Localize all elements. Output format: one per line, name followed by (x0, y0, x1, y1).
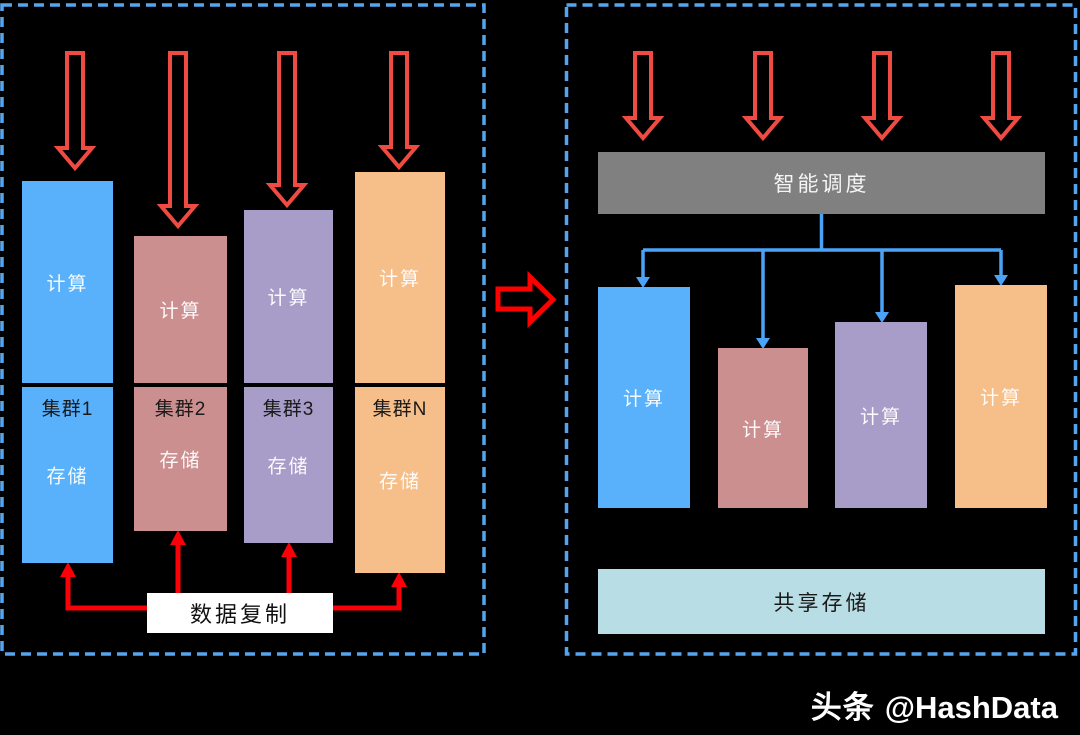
down-arrow-icon (979, 51, 1023, 142)
compute-node-3: 计算 (835, 322, 927, 508)
storage-label: 存储 (378, 471, 421, 493)
replication-connectors (60, 530, 407, 611)
up-arrow-icon (281, 542, 297, 557)
cluster3-compute-box: 计算 (244, 210, 333, 383)
scheduler-label: 智能调度 (773, 173, 870, 196)
data-replication-box: 数据复制 (147, 593, 333, 633)
cluster-name: 集群3 (262, 399, 315, 420)
right-panel-border (564, 3, 1078, 656)
scheduler-connectors (636, 213, 1008, 349)
data-replication-label: 数据复制 (189, 602, 290, 627)
cluster2-compute-box: 计算 (134, 236, 227, 383)
cluster3-storage-box: 集群3 存储 (244, 387, 333, 543)
compute-label: 计算 (741, 419, 784, 441)
cluster-name: 集群N (372, 399, 428, 420)
watermark: 头条 @HashData (811, 682, 1058, 727)
cluster-name: 集群2 (154, 399, 207, 420)
scheduler-box: 智能调度 (598, 152, 1045, 214)
clusterN-compute-box: 计算 (355, 172, 445, 383)
up-arrow-icon (391, 572, 407, 587)
down-arrow-icon (875, 312, 889, 323)
down-arrow-icon (377, 51, 421, 171)
storage-label: 存储 (159, 450, 202, 472)
compute-node-2: 计算 (718, 348, 808, 508)
down-arrow-icon (994, 275, 1008, 286)
compute-label: 计算 (859, 406, 902, 428)
storage-label: 存储 (267, 456, 310, 478)
compute-label: 计算 (622, 389, 665, 410)
left-panel-border (0, 3, 486, 656)
down-arrow-icon (636, 277, 650, 288)
cluster2-storage-box: 集群2 存储 (134, 387, 227, 531)
compute-label: 计算 (159, 301, 202, 322)
shared-storage-bar: 共享存储 (598, 569, 1045, 634)
compute-label: 计算 (378, 269, 421, 290)
down-arrow-icon (156, 51, 200, 230)
down-arrow-icon (756, 338, 770, 349)
cluster1-compute-box: 计算 (22, 181, 113, 383)
down-arrow-icon (741, 51, 785, 142)
up-arrow-icon (60, 562, 76, 577)
compute-node-1: 计算 (598, 287, 690, 508)
down-arrow-icon (860, 51, 904, 142)
compute-node-4: 计算 (955, 285, 1047, 508)
cluster-name: 集群1 (41, 399, 94, 420)
cluster1-storage-box: 集群1 存储 (22, 387, 113, 563)
compute-label: 计算 (267, 288, 310, 309)
storage-label: 存储 (46, 466, 89, 488)
compute-label: 计算 (979, 388, 1022, 409)
down-arrow-icon (53, 51, 97, 172)
down-arrow-icon (265, 51, 309, 209)
down-arrow-icon (621, 51, 665, 142)
compute-label: 计算 (46, 273, 89, 295)
watermark-handle: @HashData (884, 690, 1058, 725)
watermark-brand: 头条 (810, 690, 875, 725)
shared-storage-label: 共享存储 (773, 591, 870, 615)
up-arrow-icon (170, 530, 186, 545)
right-arrow-icon (495, 271, 557, 328)
clusterN-storage-box: 集群N 存储 (355, 387, 445, 573)
